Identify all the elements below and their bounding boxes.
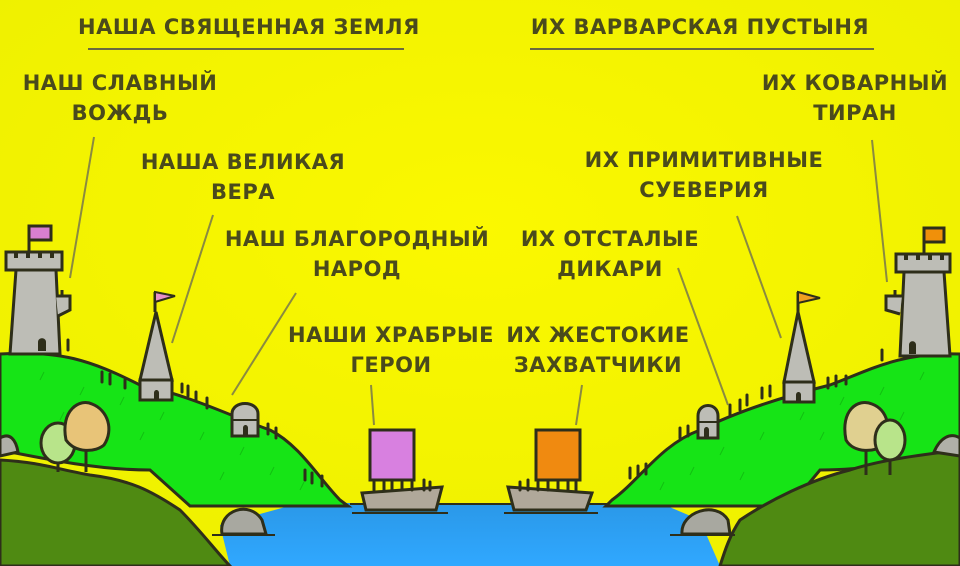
right-hill	[602, 348, 960, 566]
left-ship	[352, 428, 448, 514]
label-line: ИХ ЖЕСТОКИЕ	[506, 323, 690, 347]
label-their-backward-savages: ИХ ОТСТАЛЫЕ ДИКАРИ	[508, 224, 712, 284]
right-spire-temple	[782, 290, 821, 404]
label-their-cruel-invaders: ИХ ЖЕСТОКИЕ ЗАХВАТЧИКИ	[500, 320, 696, 380]
label-our-noble-people: НАШ БЛАГОРОДНЫЙ НАРОД	[222, 224, 492, 284]
label-our-brave-heroes: НАШИ ХРАБРЫЕ ГЕРОИ	[280, 320, 502, 380]
label-line: ДИКАРИ	[557, 257, 663, 281]
right-hut	[696, 404, 720, 440]
label-line: НАРОД	[312, 257, 402, 281]
label-line: ИХ КОВАРНЫЙ	[761, 71, 949, 95]
left-flag-icon	[27, 224, 53, 242]
tree-icon	[39, 401, 111, 472]
label-line: ВОЖДЬ	[71, 101, 169, 125]
label-line: ЗАХВАТЧИКИ	[513, 353, 683, 377]
label-line: ТИРАН	[813, 101, 897, 125]
label-line: НАШ БЛАГОРОДНЫЙ	[224, 227, 490, 251]
tree-icon	[843, 401, 907, 475]
left-heading-underline	[88, 48, 404, 50]
right-heading-underline	[530, 48, 874, 50]
right-ship	[504, 428, 598, 514]
label-line: ГЕРОИ	[350, 353, 432, 377]
label-our-great-faith: НАША ВЕЛИКАЯ ВЕРА	[140, 147, 346, 207]
left-tower	[4, 224, 72, 356]
label-line: НАШ СЛАВНЫЙ	[22, 71, 218, 95]
label-line: ИХ ОТСТАЛЫЕ	[520, 227, 700, 251]
left-spire-temple	[138, 290, 176, 402]
right-sail-icon	[534, 428, 582, 482]
label-line: СУЕВЕРИЯ	[639, 178, 769, 202]
left-hut	[230, 402, 260, 438]
sea	[220, 503, 720, 566]
label-line: НАШИ ХРАБРЫЕ	[288, 323, 494, 347]
left-heading: НАША СВЯЩЕННАЯ ЗЕМЛЯ	[78, 15, 420, 39]
right-flag-icon	[922, 226, 946, 244]
left-sail-icon	[368, 428, 416, 482]
label-line: НАША ВЕЛИКАЯ	[140, 150, 346, 174]
label-line: ИХ ПРИМИТИВНЫЕ	[584, 148, 824, 172]
label-line: ВЕРА	[211, 180, 275, 204]
right-heading: ИХ ВАРВАРСКАЯ ПУСТЫНЯ	[530, 15, 870, 39]
right-tower	[884, 226, 952, 358]
label-their-primitive-superstitions: ИХ ПРИМИТИВНЫЕ СУЕВЕРИЯ	[578, 145, 830, 205]
label-our-glorious-leader: НАШ СЛАВНЫЙ ВОЖДЬ	[22, 68, 218, 128]
label-their-cunning-tyrant: ИХ КОВАРНЫЙ ТИРАН	[752, 68, 958, 128]
left-hill	[0, 338, 353, 566]
pointer-lines	[69, 136, 888, 426]
